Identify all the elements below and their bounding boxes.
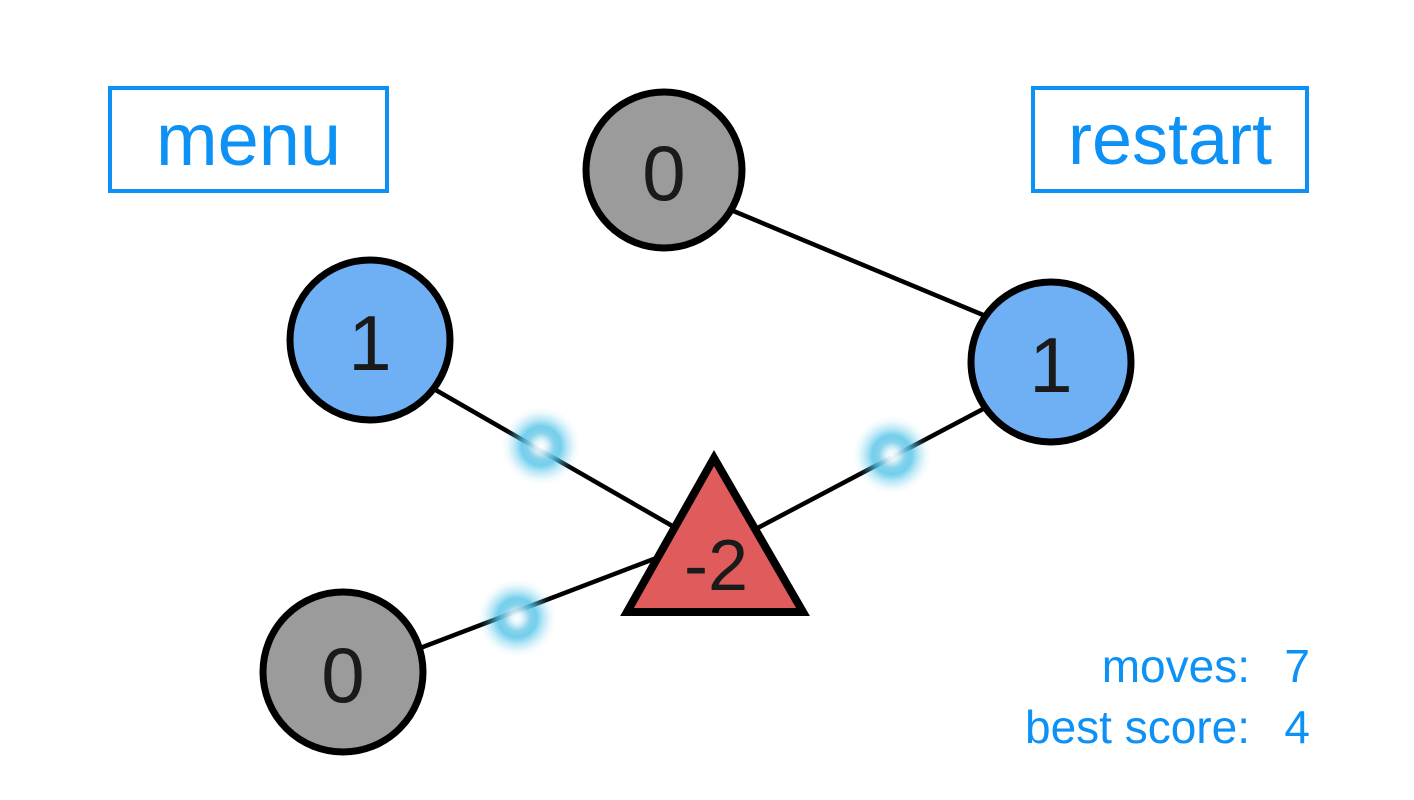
moves-row: moves: 7 xyxy=(1025,636,1310,697)
node-top-gray[interactable]: 0 xyxy=(582,88,746,252)
moves-value: 7 xyxy=(1284,640,1310,692)
moves-label: moves: xyxy=(1101,640,1250,692)
best-score-label: best score: xyxy=(1025,701,1250,754)
node-left-blue-shape[interactable] xyxy=(286,256,454,424)
best-score-row: best score: 4 xyxy=(1025,697,1310,758)
score-panel: moves: 7 best score: 4 xyxy=(1025,636,1310,758)
node-left-blue[interactable]: 1 xyxy=(286,256,454,424)
edge-top-gray-right-blue[interactable] xyxy=(728,207,991,320)
node-right-blue-shape[interactable] xyxy=(967,278,1135,446)
node-right-blue[interactable]: 1 xyxy=(967,278,1135,446)
node-bottom-gray-shape[interactable] xyxy=(259,588,427,756)
node-bottom-gray-label: 0 xyxy=(321,631,364,719)
node-center-red-label: -2 xyxy=(684,526,748,606)
best-score-value: 4 xyxy=(1284,701,1310,754)
node-left-blue-label: 1 xyxy=(348,299,391,387)
edge-marker-right-center[interactable] xyxy=(853,416,931,494)
edge-marker-bottom-center[interactable] xyxy=(478,579,556,657)
node-center-red[interactable]: -2 xyxy=(620,449,810,616)
menu-button[interactable]: menu xyxy=(108,86,389,193)
node-top-gray-label: 0 xyxy=(642,129,685,217)
node-group: 0 1 1 -2 0 xyxy=(259,88,1135,756)
node-bottom-gray[interactable]: 0 xyxy=(259,588,427,756)
node-center-red-shape[interactable] xyxy=(620,449,810,616)
node-right-blue-label: 1 xyxy=(1029,321,1072,409)
edge-marker-left-center[interactable] xyxy=(502,407,580,485)
restart-button[interactable]: restart xyxy=(1031,86,1309,193)
node-top-gray-shape[interactable] xyxy=(582,88,746,252)
